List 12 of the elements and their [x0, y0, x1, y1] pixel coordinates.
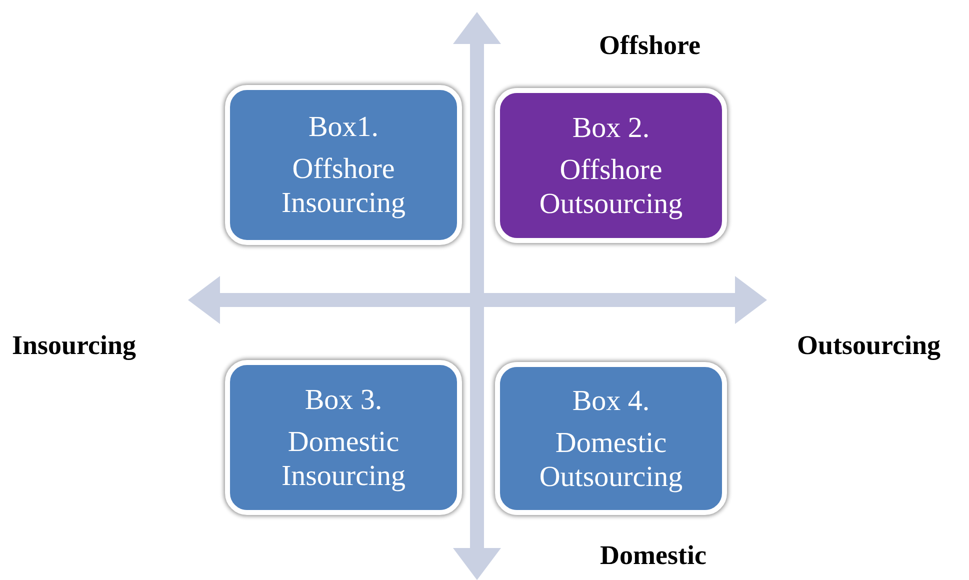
- box-text: Offshore Outsourcing: [538, 152, 684, 220]
- box-text: Offshore Insourcing: [280, 152, 407, 220]
- box-heading: Box 3.: [304, 382, 382, 416]
- box-heading: Box 2.: [572, 110, 650, 144]
- axis-label: Domestic: [600, 540, 706, 571]
- axis-label: Insourcing: [12, 330, 136, 361]
- box-text: Domestic Outsourcing: [538, 426, 684, 494]
- box-text: Domestic Insourcing: [280, 424, 407, 492]
- axis-label: Offshore: [599, 30, 700, 61]
- box-heading: Box 4.: [572, 384, 650, 418]
- box-heading: Box1.: [308, 110, 379, 144]
- axis-label: Outsourcing: [797, 330, 941, 361]
